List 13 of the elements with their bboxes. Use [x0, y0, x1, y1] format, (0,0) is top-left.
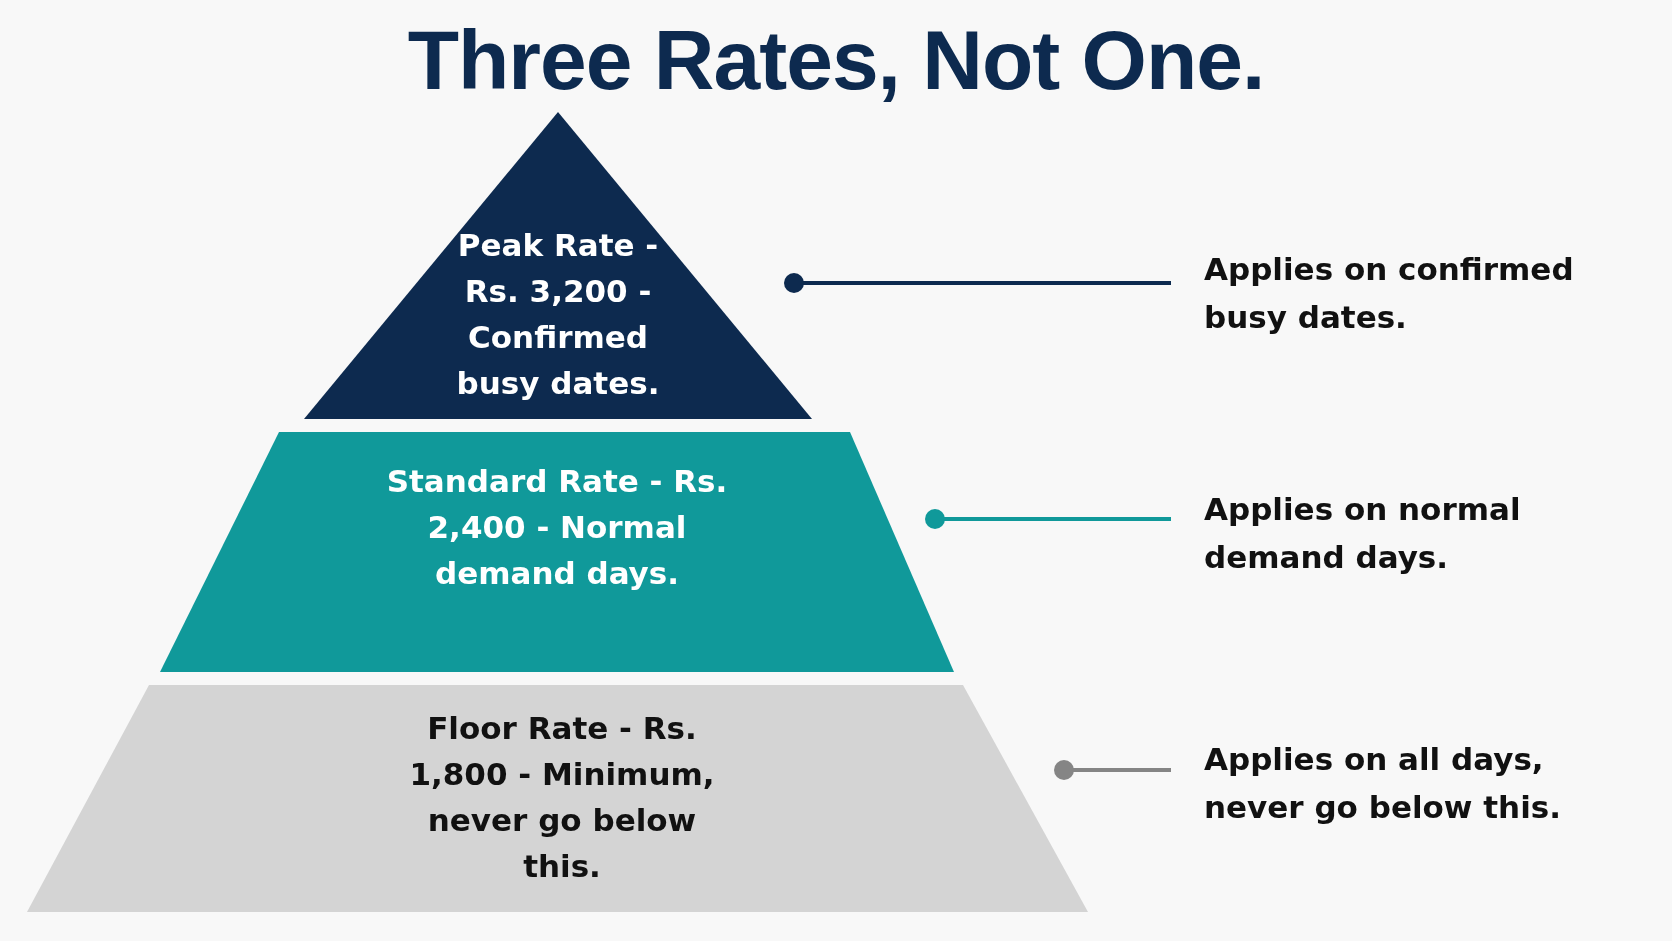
pyramid-base-tier — [27, 685, 1088, 912]
leader-line — [784, 273, 1171, 293]
leader-line — [925, 509, 1171, 529]
pyramid-top-tier — [304, 112, 812, 419]
leader-line — [1054, 760, 1171, 780]
tier-label: Standard Rate - Rs. 2,400 - Normal demand days. — [385, 462, 729, 593]
pyramid-middle-tier — [160, 432, 954, 672]
tier-label: Peak Rate - Rs. 3,200 - Confirmed busy dates. — [455, 226, 661, 403]
tier-label: Floor Rate - Rs. 1,800 - Minimum, never go below this. — [408, 709, 716, 886]
callout-text: Applies on confirmed busy dates. — [1204, 250, 1575, 337]
callout-text: Applies on normal demand days. — [1204, 490, 1522, 577]
title: Three Rates, Not One. — [406, 12, 1266, 109]
callout-text: Applies on all days, never go below this. — [1204, 740, 1562, 827]
